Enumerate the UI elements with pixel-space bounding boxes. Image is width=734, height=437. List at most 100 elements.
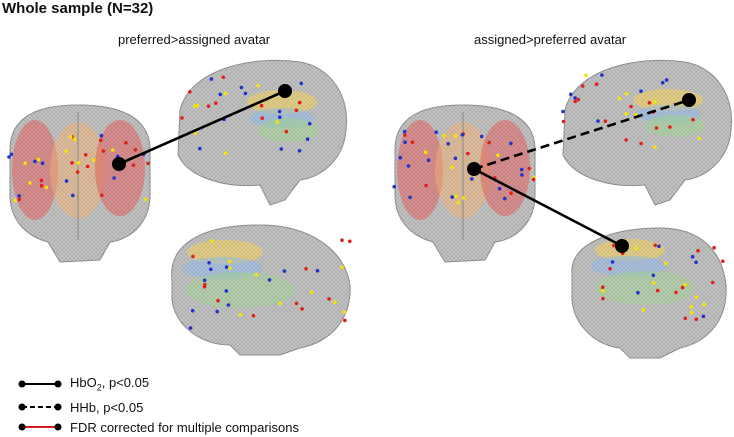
optode-dot: [403, 140, 407, 144]
optode-dot: [146, 161, 150, 166]
optode-dot: [71, 193, 75, 198]
optode-dot: [226, 303, 231, 307]
optode-dot: [40, 161, 45, 165]
optode-dot: [624, 138, 628, 142]
optode-dot: [39, 183, 44, 188]
optode-dot: [406, 164, 411, 168]
optode-dot: [479, 134, 484, 139]
optode-dot: [256, 83, 261, 88]
optode-dot: [7, 155, 11, 159]
optode-dot: [576, 97, 581, 102]
node-lateral-bottom-right: [615, 239, 629, 253]
optode-dot: [112, 176, 116, 180]
legend-hbo2-label: HbO2, p<0.05: [70, 375, 150, 393]
optode-dot: [223, 151, 228, 155]
optode-dot: [624, 92, 629, 96]
optode-dot: [238, 312, 243, 317]
optode-dot: [76, 161, 81, 165]
connector-hbo2-right: [473, 167, 623, 248]
legend-hhb-label: HHb, p<0.05: [70, 399, 144, 415]
optode-dot: [340, 238, 344, 242]
optode-dot: [307, 121, 312, 126]
optode-dot: [297, 100, 302, 105]
optode-dot: [278, 115, 282, 119]
optode-dot: [617, 96, 622, 101]
optode-dot: [689, 310, 694, 315]
optode-dot: [569, 92, 573, 97]
optode-dot: [721, 259, 725, 264]
optode-dot: [68, 134, 73, 139]
optode-dot: [612, 243, 616, 248]
optode-dot: [454, 194, 458, 198]
optode-dot: [85, 164, 90, 169]
optode-dot: [228, 266, 232, 270]
optode-dot: [342, 310, 347, 314]
optode-dot: [227, 259, 232, 264]
optode-dot: [327, 297, 331, 301]
optode-dot: [299, 81, 304, 86]
optode-dot: [277, 109, 282, 114]
optode-dot: [561, 109, 565, 114]
optode-dot: [450, 165, 454, 170]
optode-dot: [657, 244, 661, 249]
optode-dot: [402, 129, 407, 134]
optode-dot: [694, 295, 699, 299]
optode-dot: [70, 161, 74, 165]
optode-dot: [426, 158, 431, 162]
legend-fdr-label: FDR corrected for multiple comparisons: [70, 419, 300, 435]
optode-dot: [72, 137, 77, 142]
optode-dot: [124, 140, 128, 145]
optode-dot: [674, 290, 678, 295]
optode-dot: [110, 148, 115, 152]
optode-dot: [634, 246, 638, 251]
optode-dot: [470, 177, 474, 181]
optode-dot: [683, 282, 687, 287]
optode-dot: [315, 268, 320, 273]
optode-dot: [188, 90, 192, 94]
optode-dot: [340, 265, 344, 270]
optode-dot: [712, 245, 716, 250]
optode-dot: [573, 99, 577, 104]
optode-dot: [653, 100, 657, 104]
optode-dot: [297, 149, 302, 153]
optode-dot: [503, 196, 507, 201]
optode-dot: [44, 185, 49, 190]
optode-dot: [279, 147, 284, 151]
optode-dot: [17, 197, 22, 202]
optode-dot: [100, 193, 104, 197]
optode-dot: [131, 163, 136, 168]
optode-dot: [450, 195, 455, 199]
optode-dot: [343, 318, 347, 323]
optode-dot: [561, 119, 566, 124]
legend-dashed-line-icon: [18, 403, 62, 411]
optode-dot: [300, 307, 304, 311]
optode-dot: [267, 278, 272, 282]
optode-dot: [689, 305, 694, 309]
optode-dot: [423, 150, 428, 154]
optode-dot: [601, 296, 605, 301]
optode-dot: [639, 89, 643, 93]
optode-dot: [527, 166, 531, 171]
optode-dot: [519, 167, 524, 172]
optode-dot: [191, 254, 195, 259]
optode-dot: [460, 133, 465, 137]
optode-dot: [36, 157, 41, 162]
optode-dot: [209, 77, 214, 81]
optode-dot: [641, 308, 646, 312]
optode-dot: [209, 239, 214, 243]
optode-dot: [694, 260, 698, 265]
optode-dot: [410, 140, 415, 145]
optode-dot: [259, 103, 264, 108]
optode-dot: [348, 239, 352, 244]
optode-dot: [690, 254, 695, 259]
optode-dot: [294, 301, 299, 306]
optode-dot: [254, 272, 259, 277]
optode-dot: [636, 290, 640, 295]
region-red-left-a: [12, 120, 58, 220]
node-lateral-top-right: [682, 93, 696, 107]
optode-dot: [639, 141, 643, 146]
optode-dot: [33, 159, 37, 164]
optode-dot: [694, 317, 699, 322]
optode-dot: [133, 148, 138, 152]
node-frontal-left: [112, 157, 126, 171]
